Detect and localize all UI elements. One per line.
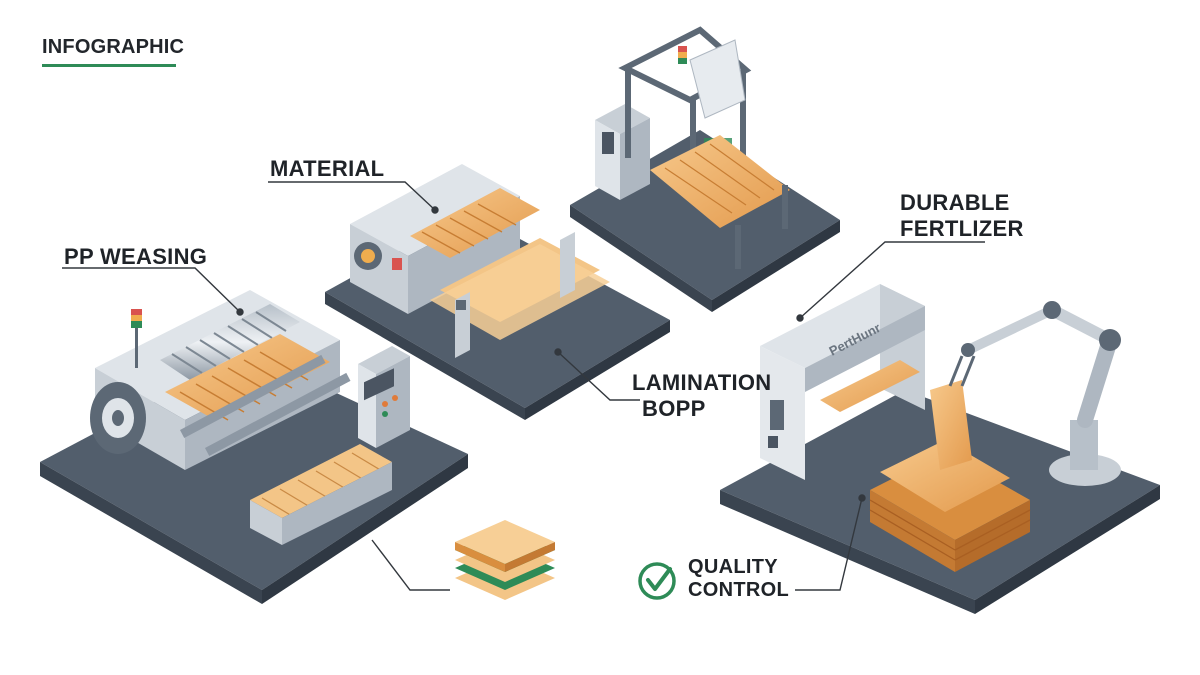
weaving-station: [40, 290, 468, 604]
title-underline: [42, 64, 176, 67]
label-pp-weaving: PP WEASING: [64, 244, 208, 269]
robot-arm: [948, 301, 1121, 486]
label-durable-line1: DURABLE: [900, 190, 1010, 215]
leader-stack: [371, 539, 450, 591]
label-lamination-line2: BOPP: [642, 396, 706, 421]
check-circle-icon: [638, 562, 676, 600]
laminated-stack: [455, 520, 555, 600]
label-quality-control: QUALITY CONTROL: [688, 556, 789, 602]
infographic-title: INFOGRAPHIC: [42, 36, 185, 58]
label-durable-fertilizer: DURABLE FERTLIZER: [900, 190, 1024, 242]
signal-tower-icon: [131, 309, 142, 368]
leader-lamination: [557, 351, 640, 401]
label-lamination: LAMINATION BOPP: [632, 370, 771, 422]
cutting-station: [570, 26, 840, 312]
leader-lines: [62, 181, 985, 591]
label-material: MATERIAL: [270, 156, 385, 181]
label-quality-line2: CONTROL: [688, 579, 789, 601]
label-quality-line1: QUALITY: [688, 556, 778, 578]
bagging-station: PertHunr: [720, 284, 1160, 614]
label-lamination-line1: LAMINATION: [632, 370, 772, 395]
leader-durable: [799, 241, 985, 319]
leader-quality: [795, 497, 863, 591]
signal-tower-icon: [678, 46, 687, 64]
label-durable-line2: FERTLIZER: [900, 216, 1024, 241]
leader-pp-weaving: [62, 267, 241, 313]
leader-material: [268, 181, 436, 211]
